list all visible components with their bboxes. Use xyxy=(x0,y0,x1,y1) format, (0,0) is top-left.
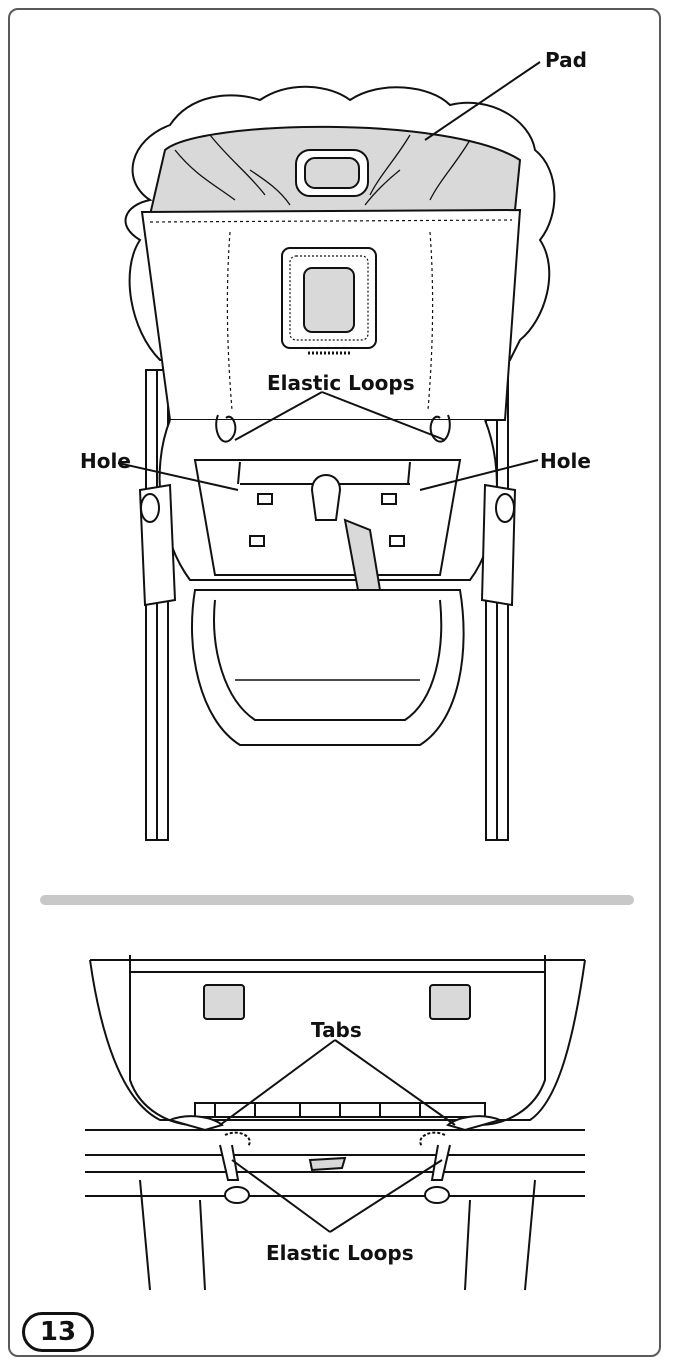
pad-back-panel xyxy=(140,208,522,421)
top-callouts xyxy=(117,61,541,491)
high-chair-illustration xyxy=(124,85,556,841)
page-frame xyxy=(8,8,661,1357)
label-elastic-loops-bottom: Elastic Loops xyxy=(266,1241,414,1265)
bottom-callouts xyxy=(219,1039,456,1233)
label-hole-right: Hole xyxy=(540,449,591,473)
step-number-badge: 13 xyxy=(22,1312,94,1352)
underside-illustration xyxy=(85,955,586,1291)
chair-basket xyxy=(191,589,465,746)
section-divider xyxy=(40,895,634,905)
chair-seat xyxy=(138,414,517,619)
label-tabs: Tabs xyxy=(311,1018,362,1042)
label-pad: Pad xyxy=(545,48,587,72)
label-hole-left: Hole xyxy=(80,449,131,473)
label-elastic-loops-top: Elastic Loops xyxy=(267,371,415,395)
